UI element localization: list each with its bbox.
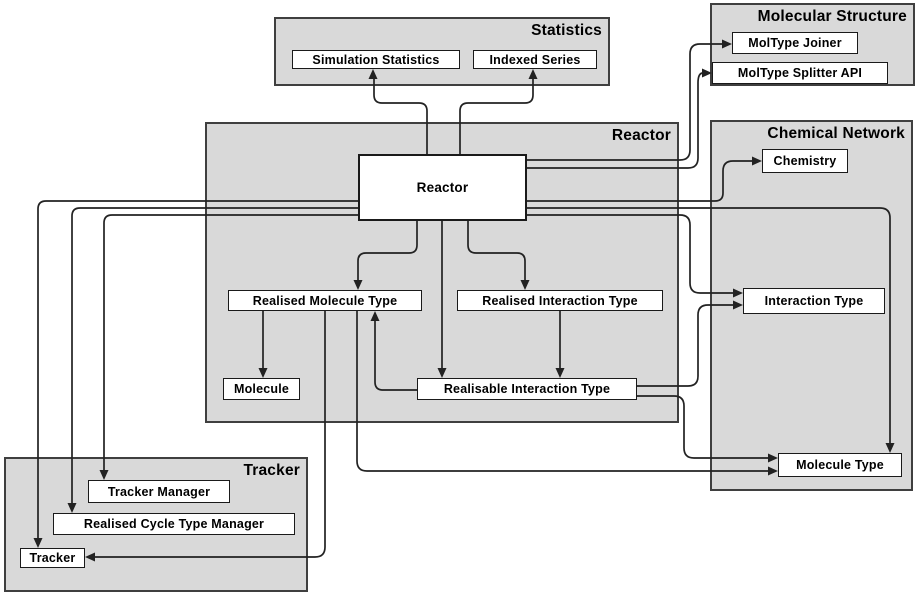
node-moltype-joiner: MolType Joiner (732, 32, 858, 54)
node-simulation-statistics: Simulation Statistics (292, 50, 460, 69)
node-molecule: Molecule (223, 378, 300, 400)
node-moltype-splitter-api: MolType Splitter API (712, 62, 888, 84)
node-tracker-manager: Tracker Manager (88, 480, 230, 503)
node-molecule-type: Molecule Type (778, 453, 902, 477)
container-title-chemical-network: Chemical Network (767, 125, 905, 142)
container-title-tracker: Tracker (243, 462, 300, 479)
node-interaction-type: Interaction Type (743, 288, 885, 314)
container-title-molecular-structure: Molecular Structure (757, 8, 907, 25)
node-realised-cycle-type-manager: Realised Cycle Type Manager (53, 513, 295, 535)
node-reactor: Reactor (358, 154, 527, 221)
node-chemistry: Chemistry (762, 149, 848, 173)
node-realisable-interaction-type: Realisable Interaction Type (417, 378, 637, 400)
container-title-reactor: Reactor (611, 127, 671, 144)
container-title-statistics: Statistics (531, 22, 602, 39)
node-realised-interaction-type: Realised Interaction Type (457, 290, 663, 311)
node-tracker: Tracker (20, 548, 85, 568)
node-realised-molecule-type: Realised Molecule Type (228, 290, 422, 311)
node-indexed-series: Indexed Series (473, 50, 597, 69)
